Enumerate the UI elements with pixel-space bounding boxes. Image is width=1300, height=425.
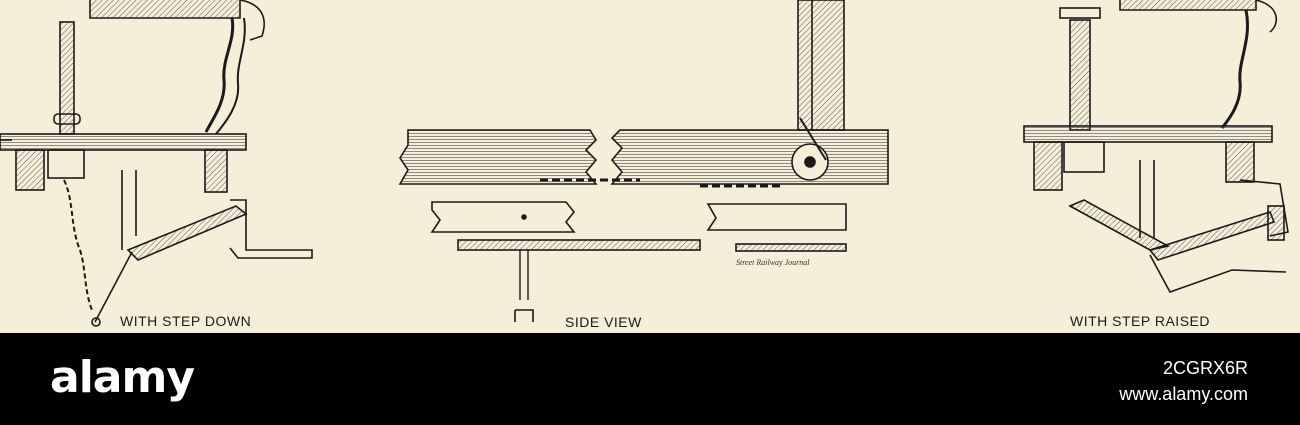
watermark-logo: alamy — [50, 352, 195, 403]
side-view-drawing — [398, 0, 889, 322]
step-down-drawing — [0, 0, 313, 327]
caption-step-raised: WITH STEP RAISED — [1070, 313, 1210, 329]
watermark-image-id: 2CGRX6R — [1162, 358, 1248, 378]
engraving-drawings — [0, 0, 1289, 327]
caption-step-down: WITH STEP DOWN — [120, 313, 252, 329]
source-credit: Street Railway Journal — [736, 258, 810, 267]
watermark-url: www.alamy.com — [1119, 384, 1248, 404]
watermark-band — [0, 333, 1300, 425]
illustration-canvas: WITH STEP DOWN SIDE VIEW WITH STEP RAISE… — [0, 0, 1300, 333]
caption-side-view: SIDE VIEW — [565, 314, 642, 330]
step-raised-drawing — [1023, 0, 1289, 293]
